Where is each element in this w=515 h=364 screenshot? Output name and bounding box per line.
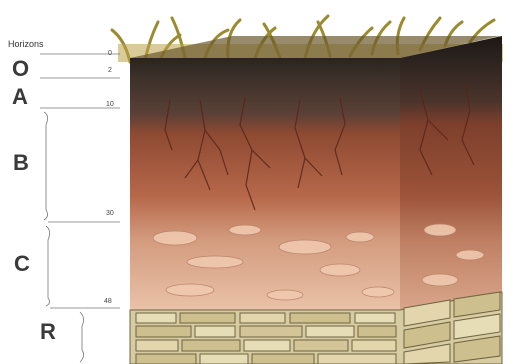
horizon-label-b: B <box>13 152 29 174</box>
horizon-label-r: R <box>40 321 56 343</box>
depth-mark-48: 48 <box>104 298 112 305</box>
horizon-label-o: O <box>12 58 29 80</box>
horizon-label-c: C <box>14 253 30 275</box>
depth-mark-2: 2 <box>108 67 112 74</box>
soil-front-face <box>130 58 400 310</box>
depth-mark-0: 0 <box>108 50 112 57</box>
horizon-label-a: A <box>12 86 28 108</box>
depth-mark-10: 10 <box>106 101 114 108</box>
horizons-title: Horizons <box>8 40 44 49</box>
depth-mark-30: 30 <box>106 210 114 217</box>
soil-side-face <box>400 36 502 310</box>
